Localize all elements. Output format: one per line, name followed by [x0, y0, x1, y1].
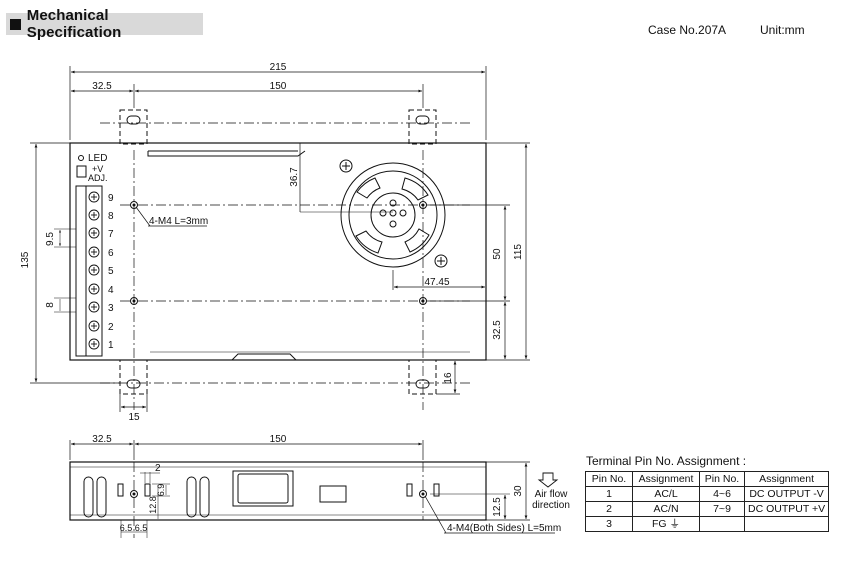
- case-number: Case No.207A: [648, 23, 727, 37]
- terminal-label: 9: [108, 193, 114, 204]
- dim-left-offset: 32.5: [92, 81, 112, 92]
- terminal-label: 2: [108, 322, 114, 333]
- table-row: 3 FG ⏚: [585, 516, 830, 532]
- pin-table-title: Terminal Pin No. Assignment :: [586, 454, 747, 468]
- terminal-label: 5: [108, 266, 114, 277]
- airflow-label-1: Air flow: [535, 489, 569, 500]
- dim-pitch2: 8: [45, 302, 56, 308]
- side-dim-hole-span: 150: [270, 434, 287, 445]
- table-cell: 4~6: [699, 486, 745, 502]
- dim-inner-height: 115: [513, 244, 524, 260]
- pin-assignment-table: Pin No. Assignment Pin No. Assignment 1 …: [585, 471, 830, 532]
- dim-overall-width: 215: [270, 62, 287, 73]
- table-cell: DC OUTPUT +V: [743, 501, 830, 517]
- dim-hole-span: 150: [270, 81, 287, 92]
- terminal-label: 3: [108, 303, 114, 314]
- dim-bottom-offset: 32.5: [492, 320, 503, 340]
- table-cell: AC/L: [632, 486, 700, 502]
- unit-label: Unit:mm: [760, 23, 805, 37]
- side-dim-slot-w: 2: [155, 463, 161, 474]
- side-dim-slot-h2: 12.8: [148, 496, 158, 514]
- terminal-label: 8: [108, 211, 114, 222]
- side-note: 4-M4(Both Sides) L=5mm: [447, 523, 561, 534]
- table-header-cell: Assignment: [743, 471, 830, 487]
- terminal-label: 7: [108, 229, 114, 240]
- dim-foot-w: 15: [128, 412, 140, 423]
- side-dim-left-offset: 32.5: [92, 434, 112, 445]
- section-header: Mechanical Specification: [6, 7, 203, 41]
- table-cell: 7~9: [699, 501, 745, 517]
- table-cell: AC/N: [632, 501, 700, 517]
- airflow-label-2: direction: [532, 500, 570, 511]
- led-label: LED: [88, 153, 107, 164]
- adj-label-1: +V: [92, 164, 103, 174]
- section-title: Mechanical Specification: [26, 7, 122, 41]
- table-cell: FG ⏚: [632, 516, 700, 532]
- dim-height: 135: [20, 251, 31, 268]
- dim-pitch: 9.5: [45, 232, 56, 246]
- side-dim-slot-h1: 6.9: [156, 484, 166, 497]
- dim-foot-h: 16: [443, 372, 454, 384]
- table-row: 2 AC/N 7~9 DC OUTPUT +V: [585, 501, 830, 517]
- table-header-cell: Pin No.: [699, 471, 745, 487]
- side-dim-bottom-2: 6.5: [135, 523, 148, 533]
- table-header-cell: Pin No.: [585, 471, 633, 487]
- table-cell: [743, 516, 830, 532]
- dim-fan-offset: 36.7: [289, 167, 300, 187]
- terminal-screws: [88, 191, 100, 350]
- dim-fan-h: 47.45: [424, 277, 449, 288]
- header-square-icon: [10, 18, 21, 30]
- adj-label-2: ADJ.: [88, 173, 108, 183]
- table-row: 1 AC/L 4~6 DC OUTPUT -V: [585, 486, 830, 502]
- terminal-label: 6: [108, 248, 114, 259]
- mount-note: 4-M4 L=3mm: [149, 216, 208, 227]
- terminal-label: 4: [108, 285, 114, 296]
- table-cell: 2: [585, 501, 633, 517]
- side-dim-height: 30: [513, 485, 524, 497]
- table-header-row: Pin No. Assignment Pin No. Assignment: [585, 471, 830, 487]
- table-cell: DC OUTPUT -V: [743, 486, 830, 502]
- dim-hole-vspan: 50: [492, 248, 503, 260]
- terminal-label: 1: [108, 340, 114, 351]
- table-cell: 3: [585, 516, 633, 532]
- side-dim-hole-h: 12.5: [492, 497, 503, 517]
- table-cell: [699, 516, 745, 532]
- side-dim-bottom-1: 6.5: [120, 523, 133, 533]
- table-cell: 1: [585, 486, 633, 502]
- table-header-cell: Assignment: [632, 471, 700, 487]
